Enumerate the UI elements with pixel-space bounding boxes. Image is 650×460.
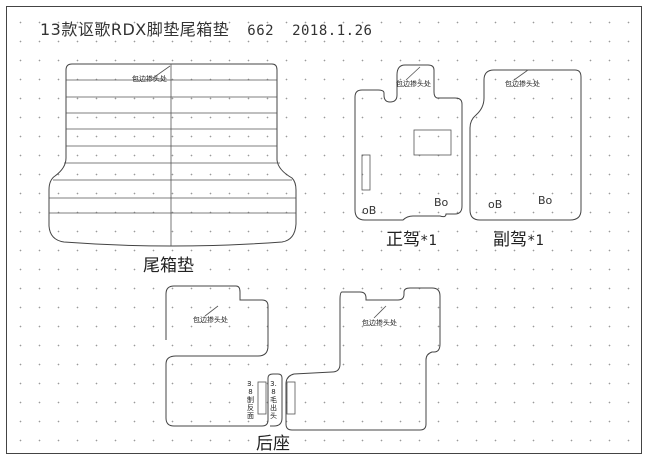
passenger-mat-outline [469, 69, 582, 221]
driver-label-text: 正驾 [386, 230, 420, 250]
trunk-mat-label: 尾箱垫 [143, 256, 194, 276]
passenger-label-text: 副驾 [493, 230, 527, 250]
driver-b-mark-left: oB [362, 204, 377, 217]
rear-mat-label: 后座 [256, 434, 290, 454]
passenger-b-mark-right: Bo [538, 194, 553, 207]
passenger-qty: *1 [527, 233, 544, 249]
passenger-edge-note: 包边掺头处 [505, 80, 540, 88]
rear-left-edge-note: 包边掺头处 [193, 316, 228, 324]
title-code: 662 [247, 23, 275, 39]
dot-grid [7, 7, 641, 453]
rear-left-mat-outline [165, 285, 283, 427]
sheet-title: 13款讴歌RDX脚垫尾箱垫 662 2018.1.26 [40, 16, 372, 40]
rear-right-vertical-note: 3.8毛出头 [270, 380, 277, 420]
rear-left-vertical-note: 3.8制反面 [247, 380, 254, 420]
trunk-mat-outline [48, 63, 297, 247]
driver-b-mark-right: Bo [434, 196, 449, 209]
rear-right-mat-outline [285, 287, 441, 431]
sheet-frame [6, 6, 642, 454]
driver-edge-note: 包边掺头处 [396, 80, 431, 88]
driver-mat-outline [354, 64, 463, 221]
passenger-mat-label: 副驾*1 [493, 225, 544, 250]
driver-qty: *1 [420, 233, 437, 249]
driver-mat-label: 正驾*1 [386, 225, 437, 250]
passenger-b-mark-left: oB [488, 198, 503, 211]
trunk-edge-note: 包边掺头处 [132, 75, 167, 83]
rear-right-edge-note: 包边掺头处 [362, 319, 397, 327]
title-model: 13款讴歌RDX脚垫尾箱垫 [40, 20, 230, 39]
title-date: 2018.1.26 [292, 23, 373, 39]
